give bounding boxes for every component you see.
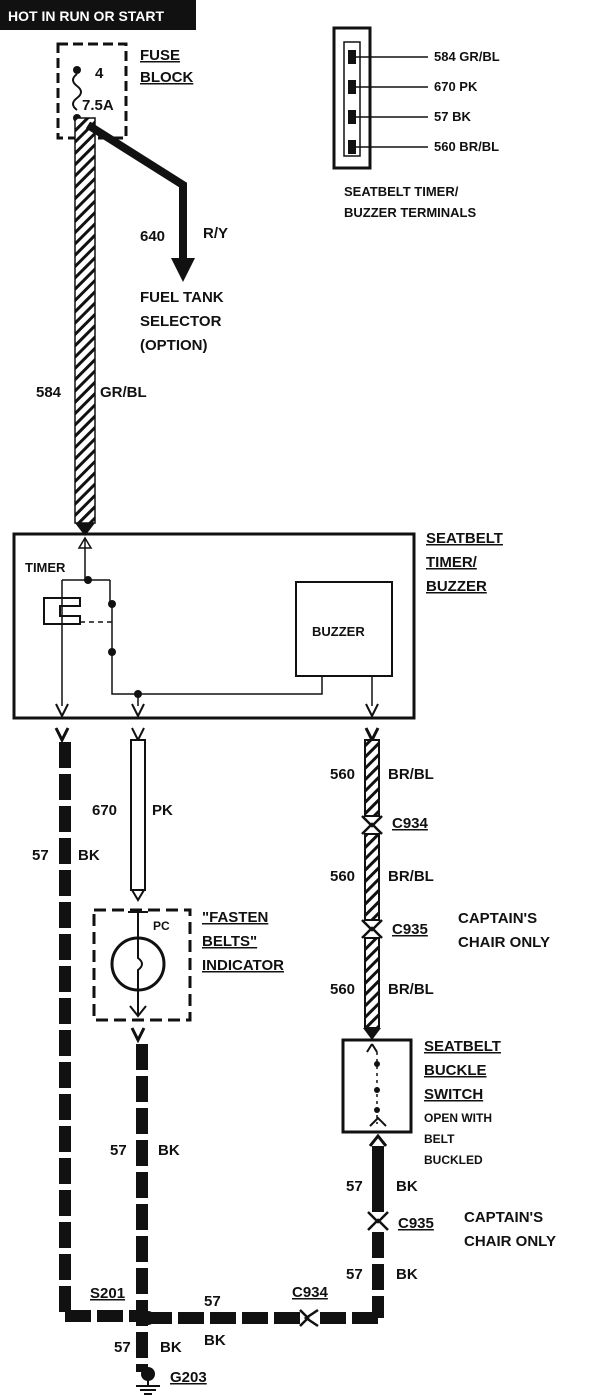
wire-560-2-color: BR/BL	[388, 868, 434, 885]
buzzer-box	[295, 581, 393, 677]
header-title: HOT IN RUN OR START	[8, 8, 165, 24]
captain-note-lower-line2: CHAIR ONLY	[464, 1233, 556, 1250]
connector-c934-upper-icon	[361, 815, 383, 835]
wire-560-2-circuit: 560	[330, 868, 355, 885]
buckle-line3: SWITCH	[424, 1086, 483, 1103]
wire-670: 670 PK	[92, 727, 173, 902]
connector-c935-upper-icon	[361, 919, 383, 939]
fuel-tank-line1: FUEL TANK	[140, 289, 224, 306]
wire-584-color: GR/BL	[100, 384, 147, 401]
buckle-note1: OPEN WITH	[424, 1111, 492, 1125]
module-label-line1: SEATBELT	[426, 530, 503, 547]
buckle-note2: BELT	[424, 1132, 455, 1146]
captain-note-lower-line1: CAPTAIN'S	[464, 1209, 543, 1226]
connector-c934-lower-icon	[299, 1308, 319, 1328]
connector-c935-lower-icon	[367, 1211, 389, 1231]
splice-s201-label: S201	[90, 1285, 125, 1302]
wire-57-left-circuit: 57	[32, 847, 49, 864]
splice-s201-dot	[141, 1311, 155, 1325]
wire-57-right: 57 BK C935 CAPTAIN'S CHAIR ONLY 57 BK C9…	[148, 1133, 556, 1349]
fuel-tank-line3: (OPTION)	[140, 337, 208, 354]
wire-640-color: R/Y	[203, 225, 228, 242]
fuse-label-line2: BLOCK	[140, 69, 193, 86]
module-label-line2: TIMER/	[426, 554, 478, 571]
wire-57-ground-color: BK	[160, 1339, 182, 1356]
wire-57-left: 57 BK	[32, 727, 142, 1322]
wire-560-1-circuit: 560	[330, 766, 355, 783]
wire-560-1-color: BR/BL	[388, 766, 434, 783]
wire-670-circuit: 670	[92, 802, 117, 819]
buckle-note3: BUCKLED	[424, 1153, 483, 1167]
connector-c935-upper: C935	[392, 921, 428, 938]
buckle-line2: BUCKLE	[424, 1062, 487, 1079]
wire-57-bottom-circuit: 57	[204, 1293, 221, 1310]
fuse-element	[72, 73, 82, 111]
wire-640: 640 R/Y FUEL TANK SELECTOR (OPTION)	[85, 121, 228, 354]
buzzer-label: BUZZER	[312, 624, 365, 639]
ground-g203-label: G203	[170, 1369, 207, 1386]
wire-57-ground-circuit: 57	[114, 1339, 131, 1356]
wire-584: 584 GR/BL	[36, 117, 147, 536]
wire-560-3-circuit: 560	[330, 981, 355, 998]
captain-note-upper-line2: CHAIR ONLY	[458, 934, 550, 951]
ground-icon	[136, 1380, 160, 1395]
terminal-2-label: 670 PK	[434, 79, 478, 94]
timer-element	[43, 597, 81, 625]
wire-57-center-circuit: 57	[110, 1142, 127, 1159]
wire-57-right-1-circuit: 57	[346, 1178, 363, 1195]
terminal-caption-line2: BUZZER TERMINALS	[344, 205, 476, 220]
fuse-number: 4	[95, 65, 104, 82]
fasten-belts-indicator: PC "FASTEN BELTS" INDICATOR	[92, 908, 284, 1022]
header-banner: HOT IN RUN OR START	[0, 0, 196, 30]
splice-and-ground: S201 57 BK G203	[90, 1285, 207, 1395]
terminal-connector: 584 GR/BL 670 PK 57 BK 560 BR/BL SEATBEL…	[332, 26, 500, 220]
buckle-line1: SEATBELT	[424, 1038, 501, 1055]
wire-57-bottom-color: BK	[204, 1332, 226, 1349]
terminal-caption-line1: SEATBELT TIMER/	[344, 184, 459, 199]
timer-buzzer-module: SEATBELT TIMER/ BUZZER TIMER BUZZER	[12, 530, 503, 720]
indicator-line1: "FASTEN	[202, 909, 268, 926]
timer-label: TIMER	[25, 560, 66, 575]
wire-57-right-2-color: BK	[396, 1266, 418, 1283]
buckle-switch: SEATBELT BUCKLE SWITCH OPEN WITH BELT BU…	[341, 1038, 501, 1167]
captain-note-upper-line1: CAPTAIN'S	[458, 910, 537, 927]
wire-584-circuit: 584	[36, 384, 62, 401]
indicator-line2: BELTS"	[202, 933, 257, 950]
fuse-block: 4 7.5A FUSE BLOCK	[56, 42, 193, 140]
wire-560-3-color: BR/BL	[388, 981, 434, 998]
wire-57-left-color: BK	[78, 847, 100, 864]
wire-670-color: PK	[152, 802, 173, 819]
indicator-pc: PC	[153, 919, 170, 933]
wire-57-center-color: BK	[158, 1142, 180, 1159]
terminal-1-label: 584 GR/BL	[434, 49, 500, 64]
wire-57-right-2-circuit: 57	[346, 1266, 363, 1283]
wire-57-right-1-color: BK	[396, 1178, 418, 1195]
terminal-4-label: 560 BR/BL	[434, 139, 499, 154]
wire-560: 560 BR/BL C934 560 BR/BL C935 CAPTAIN'S …	[330, 727, 550, 1040]
fuse-rating: 7.5A	[82, 97, 114, 114]
connector-c935-lower: C935	[398, 1215, 434, 1232]
connector-c934-lower: C934	[292, 1284, 329, 1301]
fuel-tank-line2: SELECTOR	[140, 313, 222, 330]
fuse-label-line1: FUSE	[140, 47, 180, 64]
indicator-line3: INDICATOR	[202, 957, 284, 974]
connector-c934-upper: C934	[392, 815, 429, 832]
module-label-line3: BUZZER	[426, 578, 487, 595]
wire-640-circuit: 640	[140, 228, 165, 245]
terminal-3-label: 57 BK	[434, 109, 471, 124]
